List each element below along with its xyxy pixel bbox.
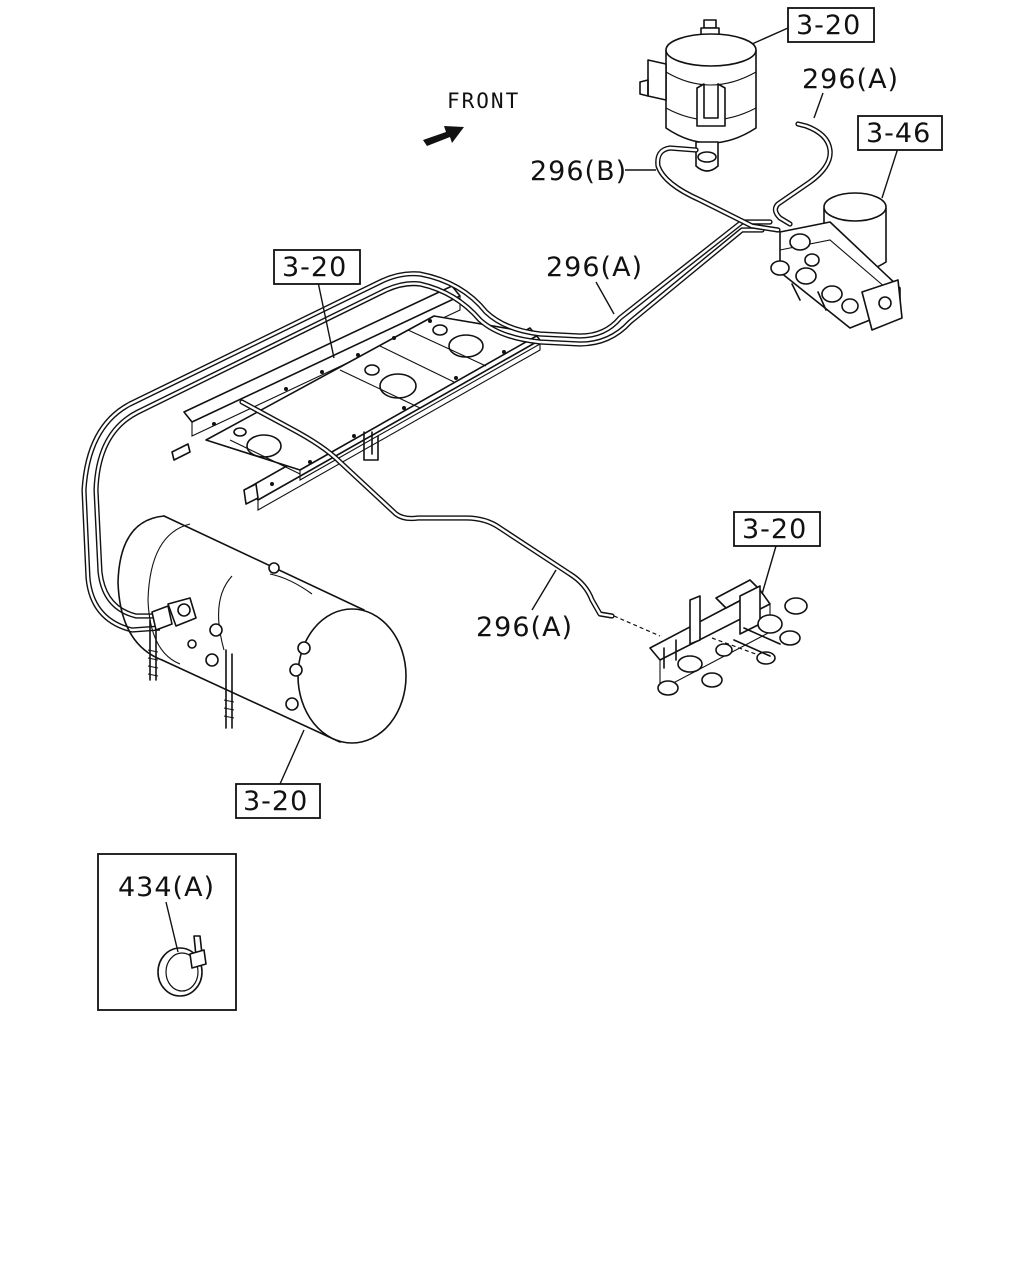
part-label-296a-mid[interactable]: 296(A) bbox=[546, 252, 643, 283]
pipe-296a-lower bbox=[239, 399, 773, 661]
ref-top-label: 3-20 bbox=[796, 10, 861, 41]
clip-inset bbox=[97, 853, 237, 1011]
lower-air-tank bbox=[117, 515, 407, 744]
air-dryer bbox=[770, 192, 903, 331]
leader-lines bbox=[165, 27, 899, 953]
pipe-296a-top bbox=[772, 121, 833, 227]
callout-ref-top[interactable]: 3-20 bbox=[787, 7, 875, 43]
ref-valve-label: 3-20 bbox=[742, 514, 807, 545]
part-label-296a-top[interactable]: 296(A) bbox=[802, 64, 899, 95]
callout-ref-dryer[interactable]: 3-46 bbox=[857, 115, 943, 151]
arrow-right-icon bbox=[423, 126, 464, 146]
callout-ref-frame[interactable]: 3-20 bbox=[273, 249, 361, 285]
clip-434a bbox=[157, 935, 207, 997]
ref-tank-label: 3-20 bbox=[243, 786, 308, 817]
pipe-296a-main bbox=[81, 219, 773, 633]
valve-bracket-assembly bbox=[649, 579, 808, 696]
part-label-296a-low[interactable]: 296(A) bbox=[476, 612, 573, 643]
pipe-296b bbox=[655, 145, 781, 233]
callout-ref-tank[interactable]: 3-20 bbox=[235, 783, 321, 819]
front-indicator: FRONT bbox=[423, 89, 520, 146]
chassis-frame bbox=[171, 285, 541, 511]
ref-dryer-label: 3-46 bbox=[866, 118, 931, 149]
front-label: FRONT bbox=[447, 89, 520, 113]
part-label-434a[interactable]: 434(A) bbox=[118, 872, 215, 903]
callout-ref-valve[interactable]: 3-20 bbox=[733, 511, 821, 547]
ref-frame-label: 3-20 bbox=[282, 252, 347, 283]
part-label-296b[interactable]: 296(B) bbox=[530, 156, 627, 187]
upper-air-tank bbox=[639, 19, 757, 172]
